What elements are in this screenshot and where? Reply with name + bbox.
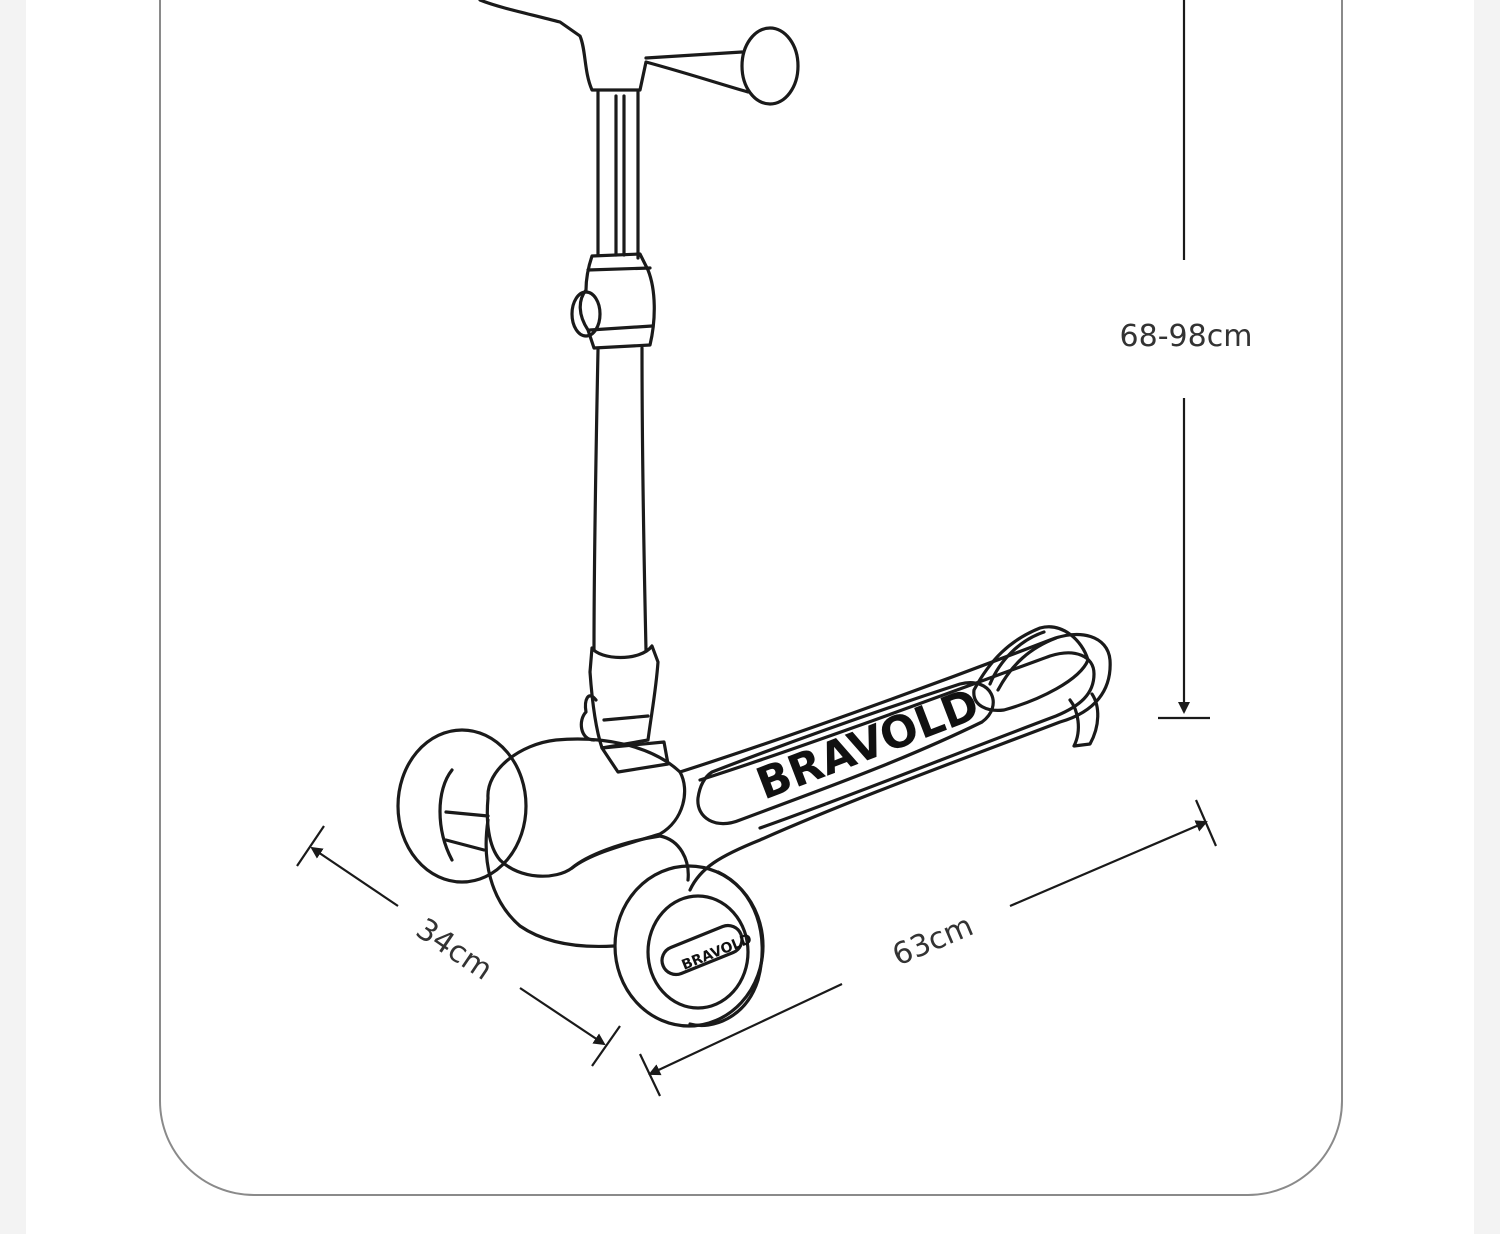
height-dimension (1158, 0, 1210, 720)
length-tick-right (1194, 799, 1218, 847)
steering-stem (570, 90, 670, 774)
front-wheel-right (613, 864, 765, 1028)
width-tick-top (296, 825, 325, 867)
length-line-left (648, 983, 843, 1076)
deck-grip-pad (696, 681, 995, 826)
clamp-knob (570, 290, 602, 338)
length-dimension (639, 799, 1218, 1097)
height-label: 68-98cm (1120, 319, 1253, 354)
width-line-upper (310, 846, 399, 907)
scooter-illustration (396, 0, 1112, 1028)
deck (678, 625, 1112, 892)
handle-grip (740, 26, 800, 106)
width-dimension (296, 825, 621, 1067)
wheel-logo: BRAVOLD (680, 931, 755, 974)
width-tick-bottom (591, 1025, 621, 1067)
length-line-right (1009, 820, 1208, 908)
front-wheel-left (396, 728, 528, 884)
handlebar (478, 0, 800, 106)
length-label: 63cm (887, 908, 978, 973)
width-line-lower (519, 987, 606, 1046)
rear-brake (1068, 692, 1100, 748)
length-tick-left (639, 1053, 661, 1097)
front-body (484, 737, 690, 949)
page-panel (26, 0, 1474, 1234)
width-label: 34cm (410, 912, 499, 988)
wheel-logo-badge (660, 923, 744, 977)
